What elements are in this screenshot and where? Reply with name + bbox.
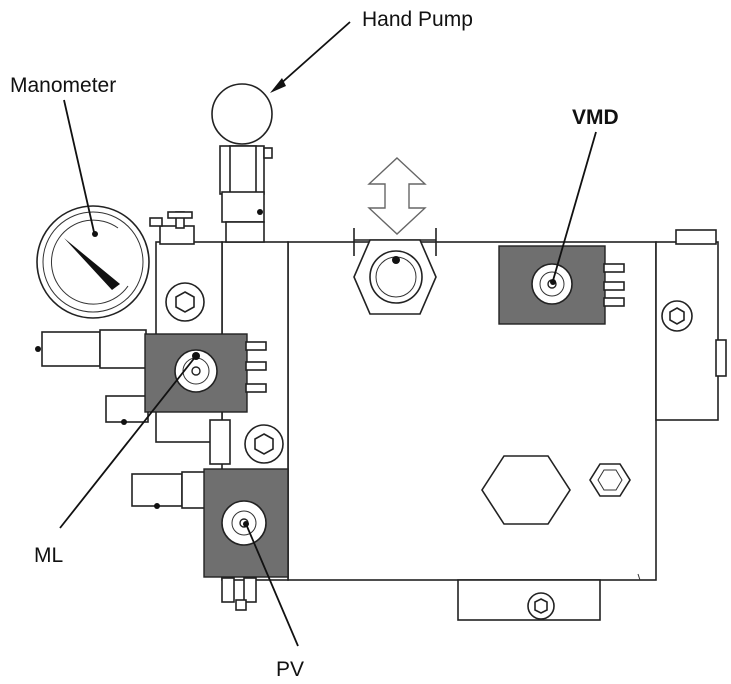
left-fitting-middle	[105, 395, 149, 425]
vmd-label: VMD	[572, 106, 619, 129]
hand-pump-label: Hand Pump	[362, 8, 473, 31]
small-hex-nut	[589, 463, 631, 497]
center-valve	[353, 228, 437, 315]
manometer-label: Manometer	[10, 74, 116, 97]
ml-label: ML	[34, 544, 63, 567]
hex-plug-left	[165, 282, 205, 322]
pv-label: PV	[276, 658, 304, 681]
manometer	[36, 205, 195, 319]
pv-solenoid	[203, 468, 289, 611]
hand-pump	[211, 83, 273, 243]
hex-plug-mid	[244, 424, 284, 464]
callout-pointers	[59, 21, 597, 647]
double-arrow-icon	[367, 157, 427, 235]
large-hex-nut	[481, 455, 571, 525]
left-fitting-top	[35, 329, 147, 369]
left-fitting-bottom	[131, 471, 209, 509]
hex-plug-right	[661, 300, 693, 332]
vmd-solenoid	[498, 245, 625, 325]
hex-plug-base	[527, 592, 555, 620]
